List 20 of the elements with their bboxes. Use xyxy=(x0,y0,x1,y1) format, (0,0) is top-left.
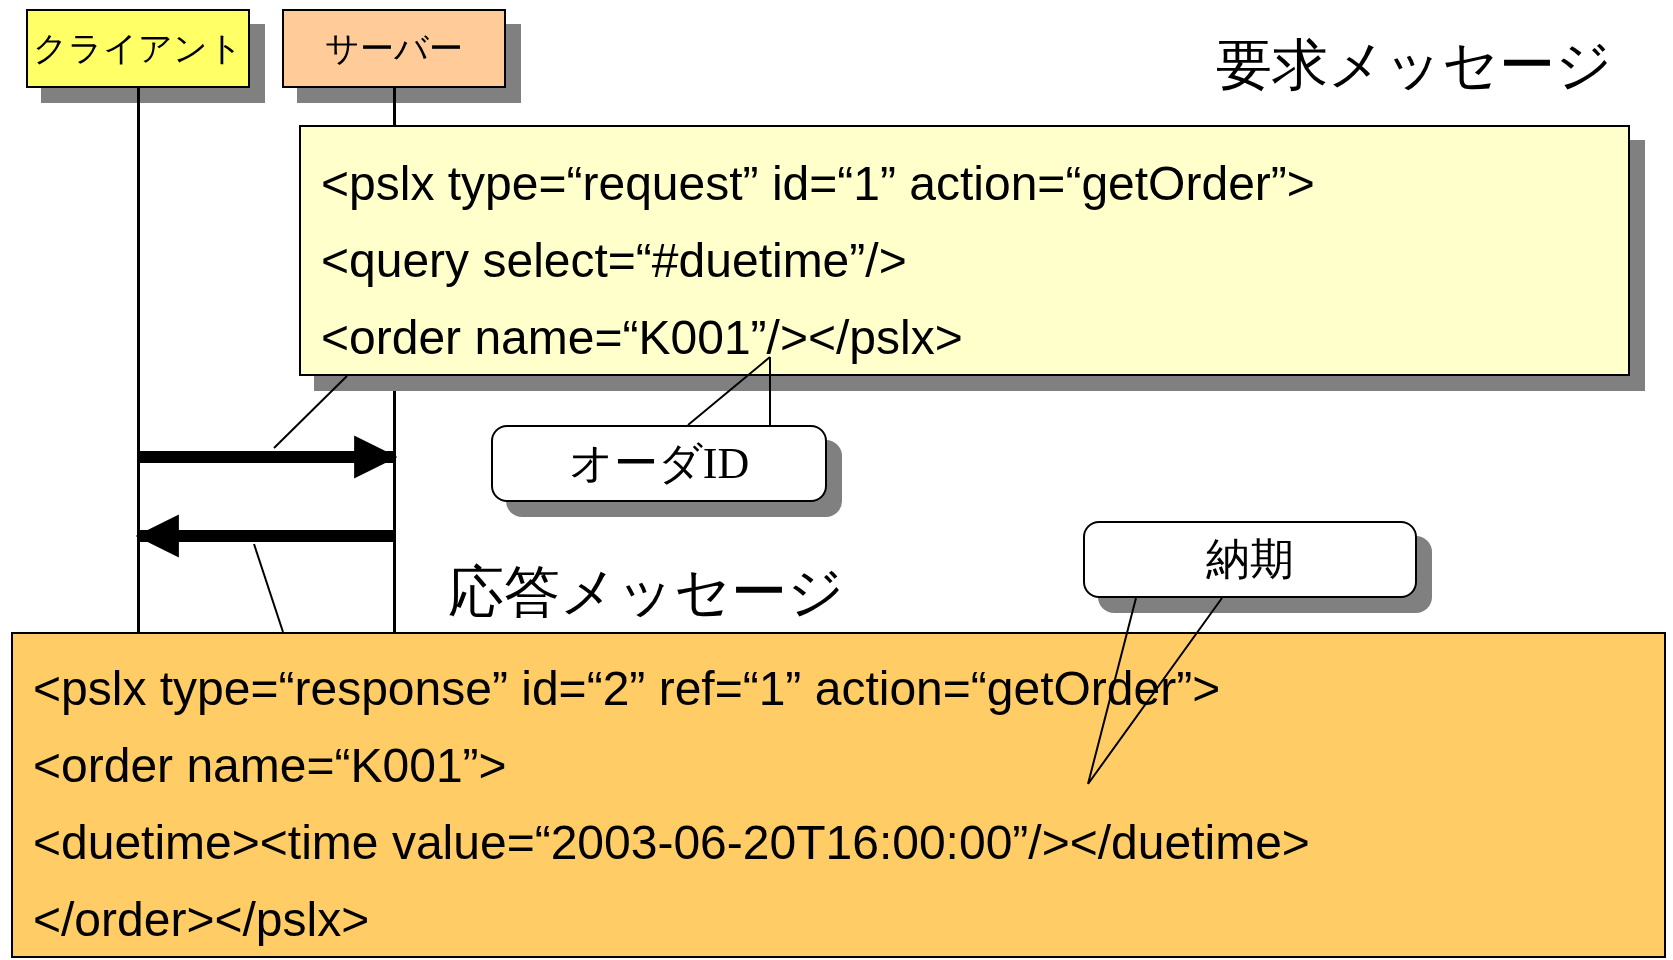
callout-text: 納期 xyxy=(1206,534,1294,586)
message-heading: 要求メッセージ xyxy=(1216,32,1612,98)
leader-line xyxy=(273,375,348,449)
code-line: <query select=“#duetime”/> xyxy=(321,233,907,289)
leader-line xyxy=(253,543,284,633)
message-box xyxy=(11,632,1666,958)
code-line: <duetime><time value=“2003-06-20T16:00:00”/></duetime> xyxy=(33,815,1310,871)
lifeline xyxy=(137,88,140,632)
callout-text: オーダID xyxy=(568,438,750,490)
callout-tail xyxy=(687,356,771,426)
code-line: <pslx type=“request” id=“1” action=“getOrder”> xyxy=(321,156,1315,212)
callout-tail xyxy=(1087,597,1223,785)
message-heading: 応答メッセージ xyxy=(448,559,844,625)
participant-name: サーバー xyxy=(325,27,463,69)
code-line: </order></pslx> xyxy=(33,892,370,948)
participant-name: クライアント xyxy=(33,27,243,69)
code-line: <order name=“K001”> xyxy=(33,738,507,794)
code-line: <order name=“K001”/></pslx> xyxy=(321,310,963,366)
message-arrow xyxy=(140,435,398,479)
message-arrow xyxy=(135,514,393,558)
